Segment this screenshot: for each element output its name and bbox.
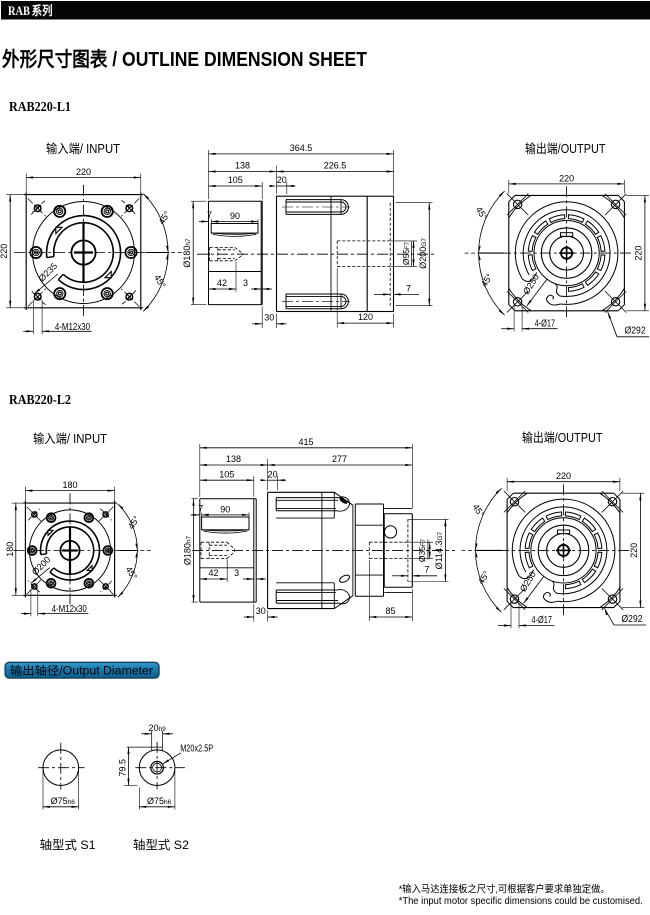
- svg-text:220: 220: [556, 471, 571, 481]
- svg-text:220: 220: [629, 543, 639, 558]
- svg-text:4-M12x30: 4-M12x30: [52, 604, 87, 615]
- svg-text:3: 3: [234, 568, 239, 578]
- svg-text:4-Ø17: 4-Ø17: [535, 318, 556, 329]
- svg-text:4-Ø17: 4-Ø17: [532, 615, 553, 626]
- svg-text:输出端/OUTPUT: 输出端/OUTPUT: [522, 430, 603, 445]
- svg-text:42: 42: [217, 278, 227, 288]
- svg-text:220: 220: [633, 246, 643, 261]
- svg-text:42: 42: [208, 568, 218, 578]
- svg-text:20h9: 20h9: [148, 723, 166, 733]
- svg-text:输入端/ INPUT: 输入端/ INPUT: [46, 141, 120, 156]
- svg-text:3: 3: [243, 278, 248, 288]
- svg-text:7: 7: [424, 565, 429, 575]
- svg-text:7: 7: [406, 283, 411, 293]
- svg-text:Ø292: Ø292: [625, 326, 646, 337]
- svg-text:105: 105: [219, 469, 234, 479]
- svg-text:90: 90: [230, 211, 240, 221]
- svg-text:Ø35F7: Ø35F7: [417, 538, 427, 562]
- svg-text:输出端/OUTPUT: 输出端/OUTPUT: [525, 141, 606, 156]
- svg-text:180: 180: [5, 542, 15, 557]
- svg-text:220: 220: [559, 173, 574, 183]
- svg-text:7: 7: [198, 503, 203, 513]
- svg-text:180: 180: [62, 480, 77, 490]
- svg-text:轴型式 S2: 轴型式 S2: [133, 837, 189, 852]
- svg-text:Ø200G7: Ø200G7: [418, 238, 428, 269]
- svg-text:Ø114.3G7: Ø114.3G7: [434, 531, 444, 569]
- svg-text:*The input motor specific dime: *The input motor specific dimensions cou…: [399, 895, 643, 907]
- svg-text:Ø180h7: Ø180h7: [182, 535, 192, 565]
- svg-text:415: 415: [298, 437, 313, 447]
- svg-text:4-M12x30: 4-M12x30: [55, 322, 90, 333]
- svg-text:输入端/ INPUT: 输入端/ INPUT: [33, 431, 107, 446]
- svg-text:120: 120: [358, 312, 373, 322]
- svg-text:7: 7: [207, 210, 212, 220]
- svg-text:364.5: 364.5: [290, 143, 313, 153]
- svg-text:*输入马达连接板之尺寸,可根据客户要求单独定做。: *输入马达连接板之尺寸,可根据客户要求单独定做。: [399, 883, 610, 896]
- svg-text:30: 30: [256, 606, 266, 616]
- svg-text:138: 138: [226, 454, 241, 464]
- svg-text:Ø292: Ø292: [622, 614, 643, 625]
- svg-text:79.5: 79.5: [118, 759, 128, 777]
- svg-text:输出轴径/Output Diameter: 输出轴径/Output Diameter: [10, 664, 153, 678]
- svg-text:Ø180h7: Ø180h7: [182, 238, 192, 268]
- svg-text:RAB220-L1: RAB220-L1: [9, 99, 71, 114]
- svg-text:外形尺寸图表 / OUTLINE DIMENSION SHE: 外形尺寸图表 / OUTLINE DIMENSION SHEET: [2, 47, 367, 71]
- svg-text:M20x2.5P: M20x2.5P: [180, 744, 213, 755]
- svg-text:90: 90: [220, 504, 230, 514]
- svg-text:277: 277: [332, 454, 347, 464]
- svg-text:RAB220-L2: RAB220-L2: [9, 392, 71, 407]
- svg-text:220: 220: [76, 167, 91, 177]
- svg-text:20: 20: [277, 175, 287, 185]
- svg-text:Ø55F7: Ø55F7: [401, 241, 411, 265]
- svg-text:20: 20: [268, 469, 278, 479]
- svg-text:220: 220: [0, 244, 9, 259]
- svg-text:226.5: 226.5: [324, 161, 347, 171]
- svg-text:Ø75h6: Ø75h6: [147, 796, 172, 806]
- svg-text:85: 85: [385, 606, 395, 616]
- svg-text:轴型式 S1: 轴型式 S1: [40, 837, 96, 852]
- svg-text:138: 138: [235, 161, 250, 171]
- svg-text:Ø75h6: Ø75h6: [51, 796, 76, 806]
- svg-text:30: 30: [264, 313, 274, 323]
- svg-text:105: 105: [228, 175, 243, 185]
